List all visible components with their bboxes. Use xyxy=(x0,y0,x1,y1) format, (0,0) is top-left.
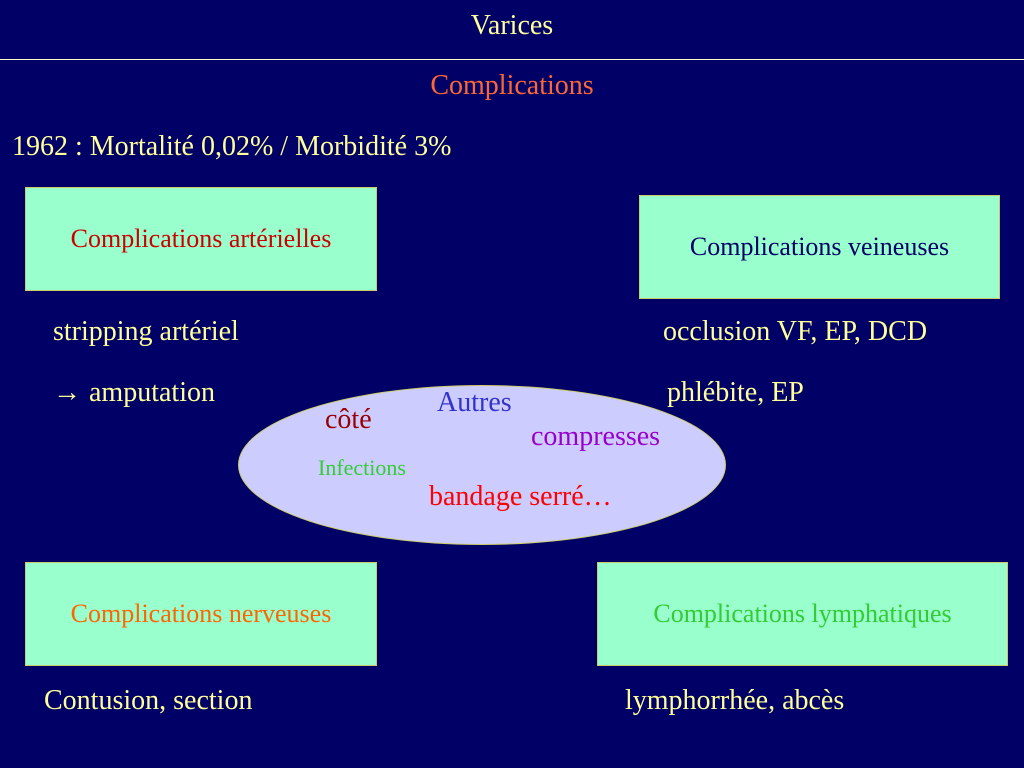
others-item-cote: côté xyxy=(325,404,372,435)
arterial-complications-box: Complications artérielles xyxy=(25,187,377,291)
arrow-right-icon: → xyxy=(53,377,81,408)
slide-title: Varices xyxy=(470,10,554,41)
arterial-item-amputation: → amputation xyxy=(53,377,215,409)
venous-complications-label: Complications veineuses xyxy=(689,232,950,261)
others-item-bandage: bandage serré… xyxy=(429,481,612,512)
lymphatic-item-lymphorrhea: lymphorrhée, abcès xyxy=(625,685,845,716)
title-divider xyxy=(0,59,1024,60)
lymphatic-complications-box: Complications lymphatiques xyxy=(597,562,1008,666)
amputation-text: amputation xyxy=(89,377,215,408)
statistic-line: 1962 : Mortalité 0,02% / Morbidité 3% xyxy=(12,131,452,162)
others-ellipse xyxy=(238,385,726,545)
lymphatic-complications-label: Complications lymphatiques xyxy=(653,599,952,628)
others-item-infections: Infections xyxy=(318,455,406,480)
arterial-item-stripping: stripping artériel xyxy=(53,316,239,347)
venous-item-occlusion: occlusion VF, EP, DCD xyxy=(663,316,928,347)
others-label: Autres xyxy=(437,387,512,418)
nervous-complications-label: Complications nerveuses xyxy=(70,599,332,628)
nervous-complications-box: Complications nerveuses xyxy=(25,562,377,666)
nervous-item-contusion: Contusion, section xyxy=(44,685,253,716)
slide-subtitle: Complications xyxy=(430,70,594,101)
venous-item-phlebitis: phlébite, EP xyxy=(667,377,804,408)
others-item-compresses: compresses xyxy=(531,421,661,452)
venous-complications-box: Complications veineuses xyxy=(639,195,1000,299)
arterial-complications-label: Complications artérielles xyxy=(70,224,332,253)
